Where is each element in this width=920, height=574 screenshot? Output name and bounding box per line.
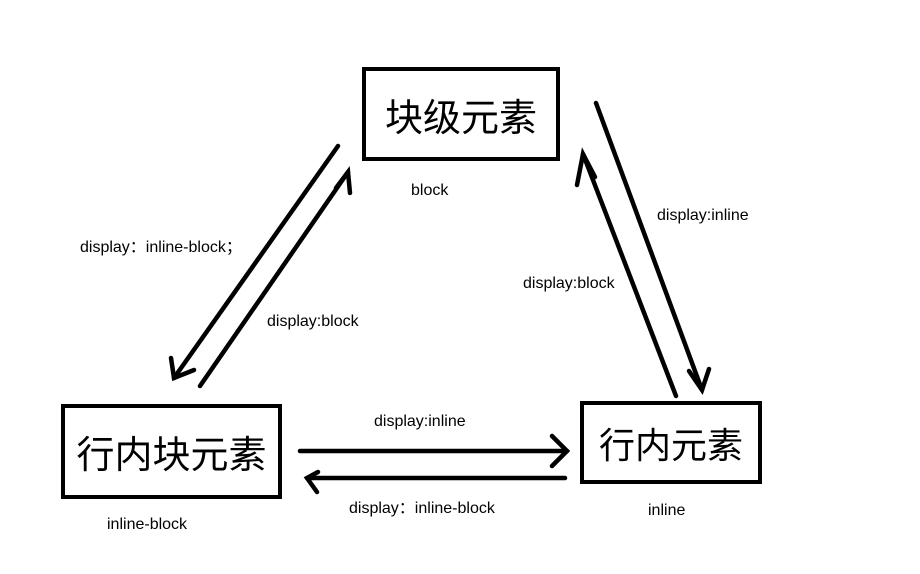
edge-label-block-to-inline-block: display：inline-block； — [80, 239, 242, 256]
edge-label-inline-block-to-block: display:block — [267, 313, 359, 330]
block-element-title: 块级元素 — [384, 95, 537, 140]
arrow-inline-block-to-block — [197, 165, 353, 389]
inline-element-node: 行内元素 — [580, 401, 762, 484]
arrow-inline-to-block — [574, 147, 679, 399]
inline-block-element-node: 行内块元素 — [61, 404, 282, 499]
inline-caption: inline — [648, 502, 686, 519]
arrow-block-to-inline-block — [168, 143, 341, 382]
edge-label-inline-block-to-inline: display:inline — [374, 413, 466, 430]
inline-block-caption: inline-block — [107, 516, 188, 533]
edge-label-block-to-inline: display:inline — [657, 207, 749, 224]
edge-label-inline-to-block: display:block — [523, 275, 615, 292]
arrow-inline-block-to-inline — [297, 433, 571, 469]
arrow-block-to-inline — [593, 100, 712, 396]
block-caption: block — [411, 182, 449, 199]
block-element-node: 块级元素 — [362, 67, 560, 161]
inline-element-title: 行内元素 — [598, 425, 743, 467]
inline-block-element-title: 行内块元素 — [76, 433, 267, 477]
edge-label-inline-to-inline-block: display：inline-block — [349, 500, 495, 517]
arrow-inline-to-inline-block — [303, 469, 568, 495]
